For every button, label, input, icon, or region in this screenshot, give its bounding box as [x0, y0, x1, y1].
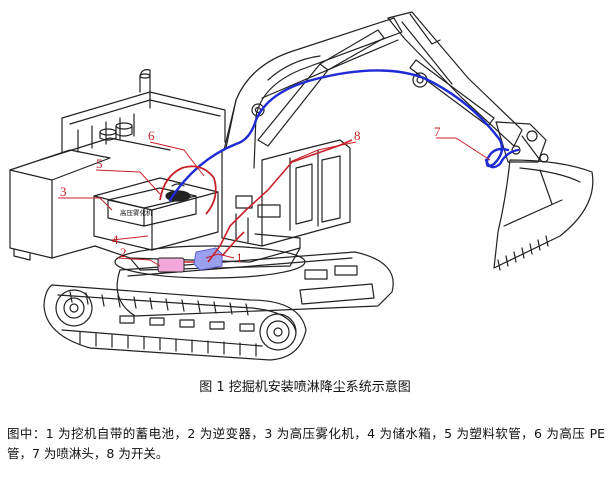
leader-4 [111, 235, 149, 241]
leader-5 [95, 169, 161, 195]
callout-4: 4 [112, 232, 119, 247]
battery-unit [193, 247, 223, 271]
atomizer-label: 高压雾化机 [120, 208, 153, 217]
figure-caption: 图 1 挖掘机安装喷淋降尘系统示意图 [199, 380, 411, 395]
bucket [493, 159, 594, 271]
leader-2 [117, 257, 161, 267]
callout-8: 8 [354, 128, 361, 143]
excavator-diagram: 3 4 2 1 5 6 8 7 高压雾化机 [9, 11, 594, 361]
callout-5: 5 [96, 156, 103, 171]
callout-1: 1 [236, 250, 243, 265]
callout-6: 6 [148, 128, 155, 143]
leader-8 [289, 141, 357, 163]
spray-head-7 [484, 148, 520, 169]
figure-legend: 图中：1 为挖机自带的蓄电池，2 为逆变器，3 为高压雾化机，4 为储水箱，5 … [7, 426, 605, 461]
leader-6 [149, 141, 205, 177]
callout-2: 2 [120, 245, 127, 260]
leader-7 [436, 137, 491, 161]
upper-house [9, 69, 351, 279]
atomizer-box [107, 187, 197, 227]
switch-wiring [207, 139, 353, 263]
track-assembly [43, 251, 394, 361]
leader-3 [58, 197, 113, 211]
battery-wiring [184, 231, 245, 263]
callout-7: 7 [434, 124, 441, 139]
soft-hose-5 [159, 165, 217, 215]
inverter-unit [157, 257, 185, 273]
leader-1 [205, 253, 235, 259]
boom [223, 11, 549, 169]
callout-3: 3 [60, 184, 67, 199]
pe-hose-6 [168, 69, 510, 202]
